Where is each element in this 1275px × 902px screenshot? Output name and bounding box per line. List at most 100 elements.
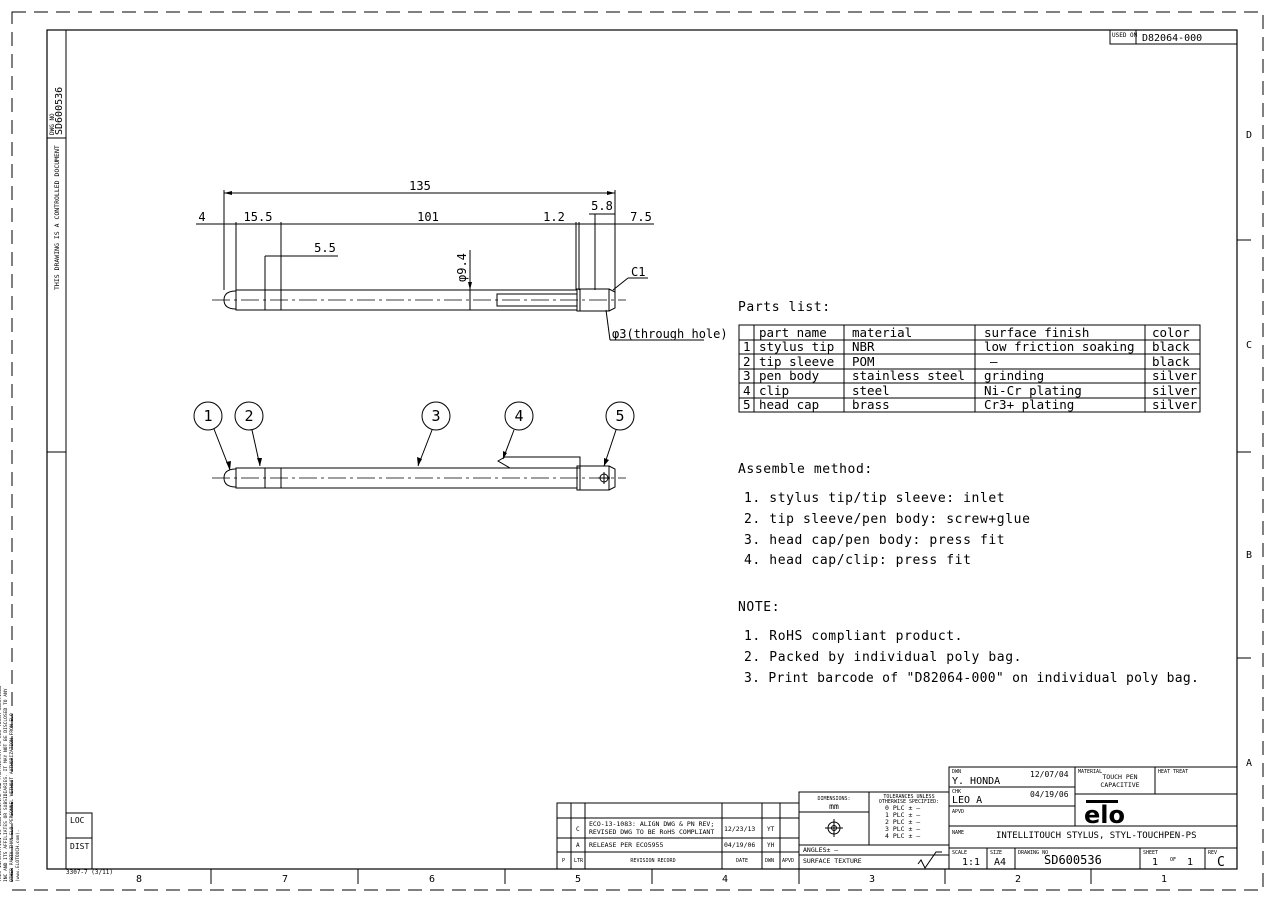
svg-text:low friction soaking: low friction soaking (984, 339, 1135, 354)
zone-label-a: A (1246, 758, 1252, 769)
parts-header-name: part name (759, 325, 827, 340)
confidential-notice: THIS INFORMATION IS CONFIDENTIAL AND PRO… (0, 685, 21, 882)
assemble-item-3: 3. head cap/pen body: press fit (744, 533, 1005, 548)
svg-text:grinding: grinding (984, 368, 1044, 383)
loc-dist-box (65, 812, 93, 870)
logo-bar (1086, 800, 1118, 803)
svg-text:silver: silver (1152, 368, 1198, 383)
svg-text:POM: POM (852, 354, 875, 369)
parts-row-4: 4 clip steel Ni-Cr plating silver (743, 383, 1198, 398)
zone-col-6: 6 (429, 874, 435, 885)
tolerance-3: 3 PLC ± — (885, 825, 920, 833)
material-label: MATERIAL (1078, 769, 1102, 775)
balloon-2: 2 (244, 407, 253, 425)
rev-c-dwn: YT (767, 826, 775, 833)
chk-date: 04/19/06 (1030, 790, 1069, 799)
svg-text:Cr3+ plating: Cr3+ plating (984, 397, 1074, 412)
parts-row-5: 5 head cap brass Cr3+ plating silver (743, 397, 1198, 412)
dim-body: 101 (417, 210, 439, 224)
dim-overall: 135 (409, 179, 431, 193)
tolerances-label-1: TOLERANCES UNLESS (883, 794, 934, 800)
pen-view-assembly (193, 401, 635, 491)
material-value: TOUCH PEN CAPACITIVE (1100, 773, 1140, 789)
assemble-item-2: 2. tip sleeve/pen body: screw+glue (744, 512, 1031, 527)
name-label: NAME (952, 830, 964, 836)
assemble-item-4: 4. head cap/clip: press fit (744, 553, 972, 568)
svg-text:black: black (1152, 354, 1190, 369)
svg-text:2: 2 (743, 354, 751, 369)
controlled-document-note: THIS DRAWING IS A CONTROLLED DOCUMENT (53, 145, 61, 290)
parts-row-1: 1 stylus tip NBR low friction soaking bl… (743, 339, 1190, 354)
drawing-no-label: DRAWING NO (1018, 850, 1048, 856)
dim-sleeve: 15.5 (244, 210, 273, 224)
chk-name: LEO A (952, 795, 982, 806)
tolerance-0: 0 PLC ± — (885, 804, 920, 812)
parts-table-grid (738, 324, 1201, 413)
svg-text:silver: silver (1152, 397, 1198, 412)
confidential-notice-wrap: THIS INFORMATION IS CONFIDENTIAL AND PRO… (0, 685, 21, 882)
assemble-title: Assemble method: (738, 462, 873, 477)
rev-a-dwn: YH (767, 842, 775, 849)
balloon-3: 3 (431, 407, 440, 425)
form-number: 3307-7 (3/11) (66, 869, 113, 876)
size-label: SIZE (990, 850, 1002, 856)
svg-text:brass: brass (852, 397, 890, 412)
parts-header-color: color (1152, 325, 1190, 340)
title-block-grid (948, 766, 1238, 870)
parts-list-title: Parts list: (738, 300, 831, 315)
heat-treat-label: HEAT TREAT (1158, 769, 1188, 775)
rev-c-ltr: C (576, 826, 580, 833)
sheet-label: SHEET (1143, 850, 1158, 856)
rev-c-desc2: REVISED DWG TO BE RoHS COMPLIANT (589, 828, 714, 836)
zone-col-5: 5 (575, 874, 581, 885)
part-name: INTELLITOUCH STYLUS, STYL-TOUCHPEN-PS (996, 831, 1196, 841)
zone-col-4: 4 (722, 874, 728, 885)
sheet-total: 1 (1187, 857, 1193, 868)
svg-text:head cap: head cap (759, 397, 819, 412)
rev-value: C (1217, 855, 1225, 870)
used-on-value: D82064-000 (1142, 33, 1202, 44)
dim-cap: 5.8 (591, 199, 613, 213)
used-on-label: USED ON (1112, 32, 1138, 39)
dwn-date: 12/07/04 (1030, 770, 1069, 779)
tolerance-2: 2 PLC ± — (885, 818, 920, 826)
svg-text:stylus tip: stylus tip (759, 339, 834, 354)
zone-col-8: 8 (136, 874, 142, 885)
zone-label-b: B (1246, 550, 1252, 561)
parts-row-3: 3 pen body stainless steel grinding silv… (743, 368, 1198, 383)
rev-a-ltr: A (576, 842, 580, 849)
sheet-of: OF (1170, 857, 1176, 863)
svg-text:silver: silver (1152, 383, 1198, 398)
loc-label: LOC (70, 816, 85, 825)
used-on-box (1109, 29, 1238, 45)
zone-ticks-bottom (210, 869, 1092, 884)
tolerances-label-2: OTHERWISE SPECIFIED: (879, 799, 939, 805)
dimensions-label: DIMENSIONS: (817, 796, 850, 802)
balloon-arrows (226, 451, 609, 470)
dwn-label: DWN (952, 769, 961, 775)
pen-view-dimensioned (196, 190, 704, 341)
scale-label: SCALE (952, 850, 967, 856)
note-item-2: 2. Packed by individual poly bag. (744, 650, 1022, 665)
drawing-number: SD600536 (1044, 853, 1102, 867)
parts-header-finish: surface finish (984, 325, 1089, 340)
svg-text:black: black (1152, 339, 1190, 354)
note-item-3: 3. Print barcode of "D82064-000" on indi… (744, 671, 1199, 686)
svg-text:4: 4 (743, 383, 751, 398)
material-value-wrap: TOUCH PEN CAPACITIVE (1100, 773, 1140, 789)
rev-header-dwn: DWN (765, 858, 774, 864)
rev-header-p: P (562, 858, 565, 864)
note-title: NOTE: (738, 600, 780, 615)
rev-header-record: REVISION RECORD (630, 858, 675, 864)
zone-col-7: 7 (282, 874, 288, 885)
dim-tip: 4 (198, 210, 205, 224)
rev-a-date: 04/19/06 (724, 841, 755, 849)
svg-text:stainless steel: stainless steel (852, 368, 965, 383)
parts-row-2: 2 tip sleeve POM — black (743, 354, 1190, 369)
scale-value: 1:1 (962, 857, 980, 868)
angles-tolerance: ANGLES± — (803, 846, 838, 854)
dim-diameter: φ9.4 (455, 253, 469, 282)
rev-header-date: DATE (736, 858, 748, 864)
dim-chamfer: C1 (631, 265, 645, 279)
